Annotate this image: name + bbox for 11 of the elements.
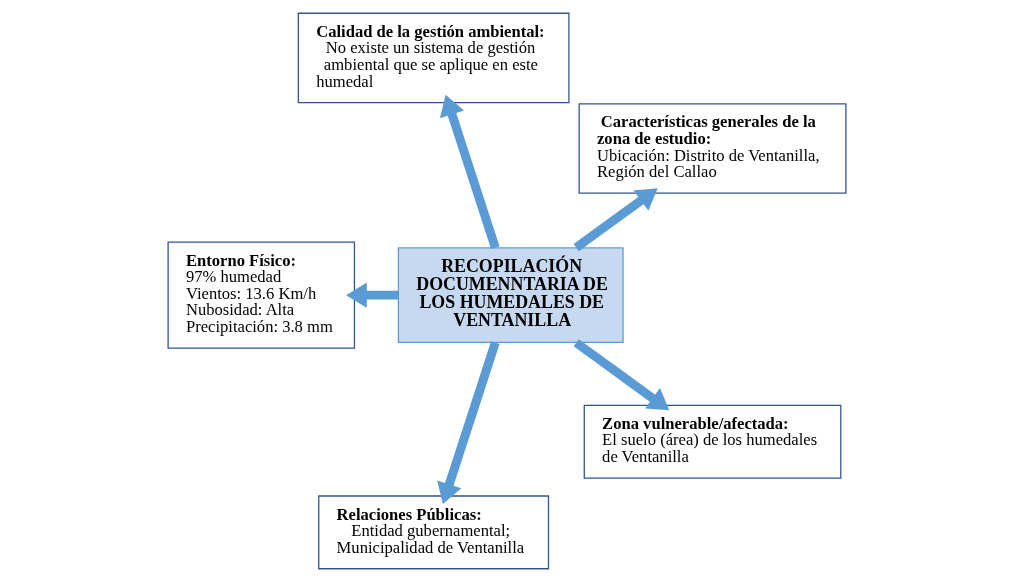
- arrow: [573, 188, 658, 252]
- node-box: RECOPILACIÓN DOCUMENNTARIA DE LOS HUMEDALES DE VENTANILLA: [397, 247, 624, 343]
- node-box: Relaciones Públicas: Entidad gubernamental; Municipalidad de Ventanilla: [317, 495, 549, 570]
- node-box: Calidad de la gestión ambiental: No existe un sistema de gestión ambiental que se aplique en este humedal: [297, 12, 570, 104]
- arrow: [439, 94, 500, 250]
- node-box: Entorno Físico: 97% humedad Vientos: 13.6 Km/h Nubosidad: Alta Precipitación: 3.8 mm: [166, 241, 355, 349]
- node-box: Zona vulnerable/afectada: El suelo (área) de los humedales de Ventanilla: [583, 404, 841, 479]
- arrow: [436, 341, 500, 505]
- arrow: [573, 339, 669, 411]
- arrow: [345, 282, 398, 308]
- node-box: Características generales de la zona de estudio: Ubicación: Distrito de Ventanilla, Región del Callao: [578, 103, 847, 194]
